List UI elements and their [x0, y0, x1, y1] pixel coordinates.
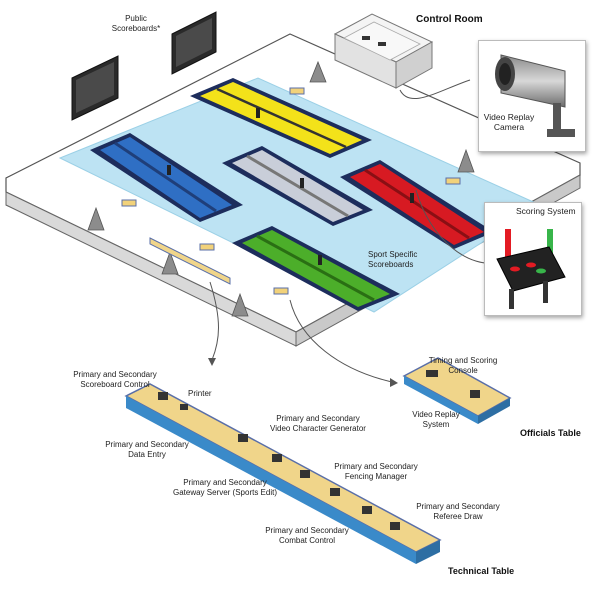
technical-table-label: Technical Table [448, 566, 515, 576]
combat-control-label: Primary and Secondary Combat Control [265, 526, 349, 545]
piste-green [232, 226, 400, 311]
piste-blue [90, 133, 243, 222]
scoring-system-callout [484, 202, 582, 316]
camera-tripod [87, 60, 475, 317]
data-entry-label: Primary and Secondary Data Entry [105, 440, 189, 459]
technical-table [124, 383, 442, 564]
scoring-light-icon [496, 229, 566, 309]
referee-draw-label: Primary and Secondary Referee Draw [416, 502, 500, 521]
video-character-generator-label: Primary and Secondary Video Character Ge… [270, 414, 366, 433]
public-scoreboard-left [71, 55, 119, 121]
scoring-system-label: Scoring System [516, 206, 576, 216]
video-replay-system-label: Video Replay System [412, 410, 460, 429]
piste-red [340, 160, 494, 249]
arrow-head [390, 378, 398, 387]
arrow-head [208, 358, 216, 366]
fencing-manager-label: Primary and Secondary Fencing Manager [334, 462, 418, 481]
video-replay-camera-callout [478, 40, 586, 152]
control-room-label: Control Room [416, 14, 483, 25]
control-room [333, 13, 434, 89]
timing-scoring-console-label: Timing and Scoring Console [428, 356, 498, 375]
printer-label: Printer [188, 389, 212, 398]
officials-table [402, 357, 512, 424]
video-replay-camera-label: Video Replay Camera [483, 112, 535, 132]
piste-silver [222, 146, 373, 226]
sport-scoreboard-box [121, 87, 461, 295]
scoreboard-control-label: Primary and Secondary Scoreboard Control [73, 370, 157, 389]
public-scoreboard-right [171, 11, 217, 75]
gateway-server-label: Primary and Secondary Gateway Server (Sp… [172, 478, 278, 497]
officials-table-label: Officials Table [520, 428, 581, 438]
sport-specific-scoreboards-label: Sport Specific Scoreboards [368, 250, 418, 269]
public-scoreboards-label: Public Scoreboards* [111, 14, 161, 33]
floor-technical-bench [149, 237, 231, 285]
camera-icon [495, 54, 575, 137]
piste-yellow [190, 78, 372, 158]
